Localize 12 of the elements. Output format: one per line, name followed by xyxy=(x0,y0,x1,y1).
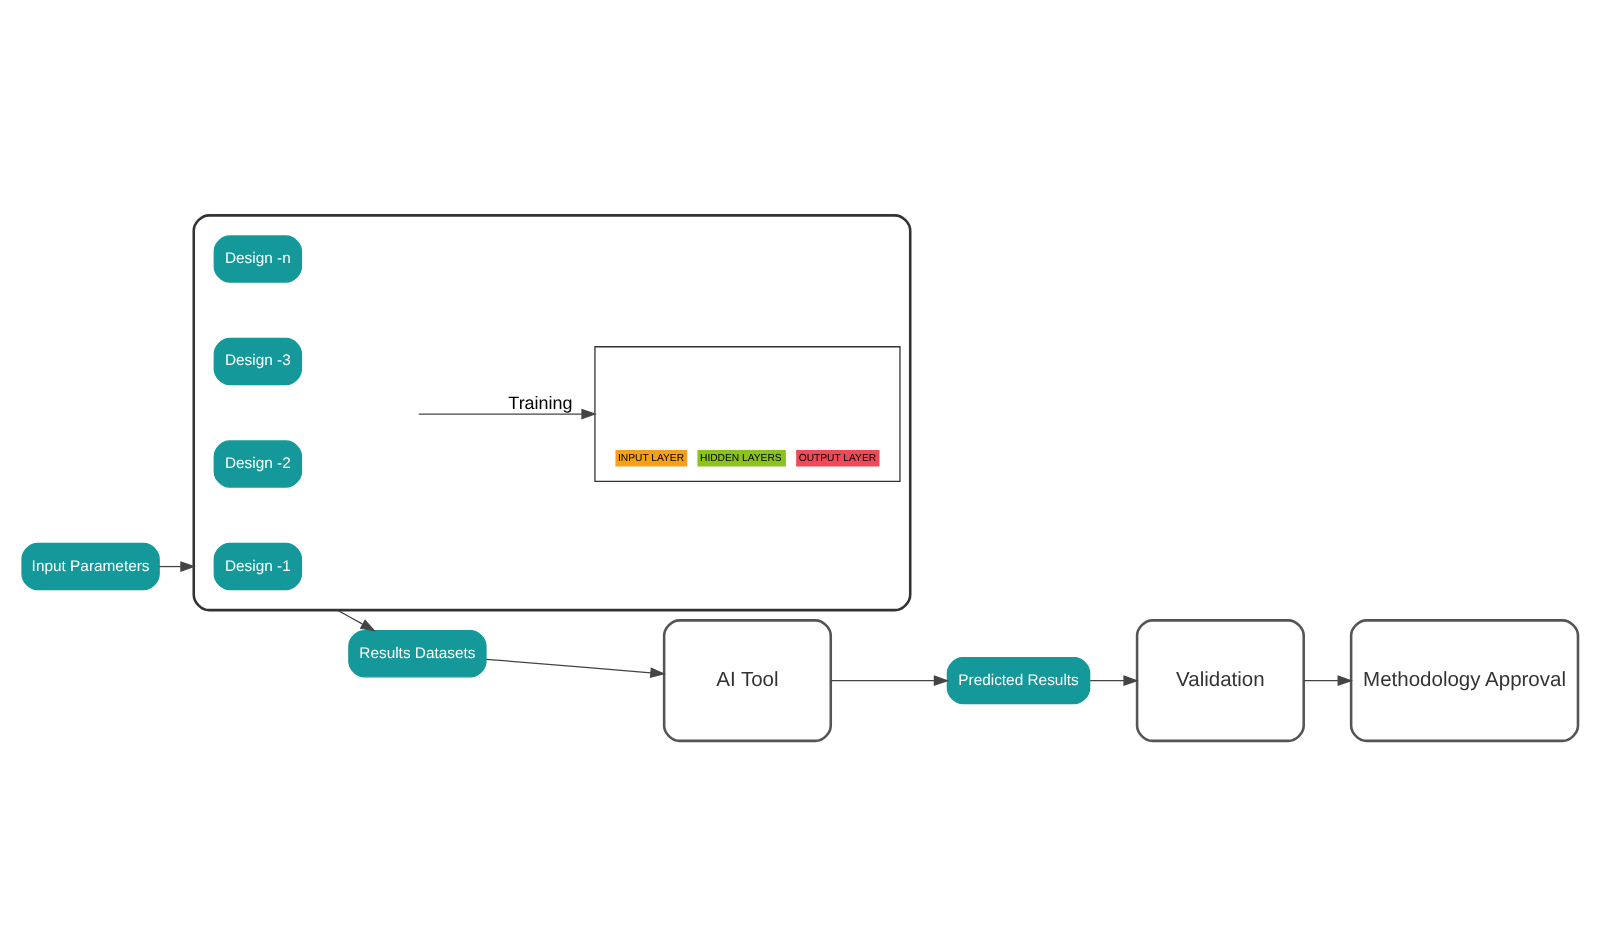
arrow xyxy=(418,407,597,419)
node-box: Validation xyxy=(1135,618,1305,742)
arrow xyxy=(336,608,376,631)
edge-label: Training xyxy=(508,392,573,413)
node-box: Methodology Approval xyxy=(1349,618,1580,742)
arrow xyxy=(485,657,666,678)
cluster xyxy=(192,213,912,611)
node-box: AI Tool xyxy=(662,618,833,742)
arrow xyxy=(1303,674,1353,686)
arrow xyxy=(158,560,196,571)
arrow xyxy=(830,674,950,686)
arrow xyxy=(1089,674,1139,686)
